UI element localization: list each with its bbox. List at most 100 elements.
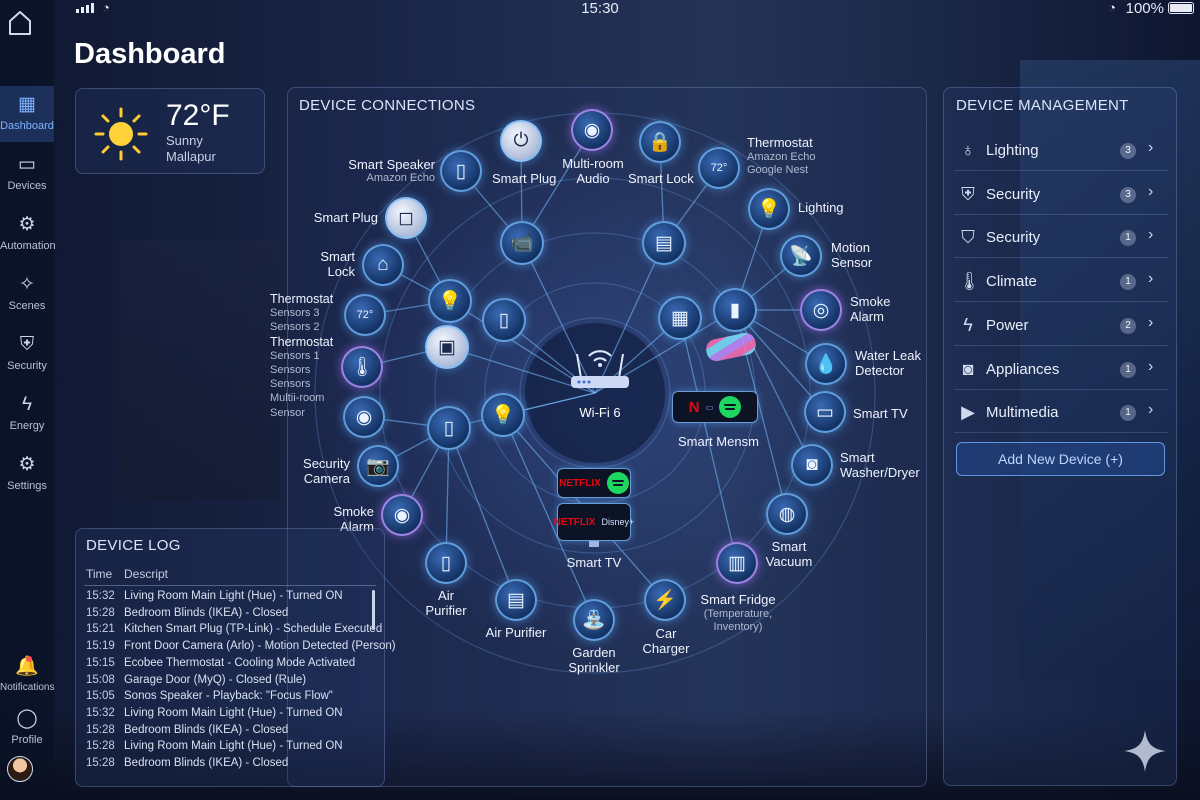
- lock-icon[interactable]: 🔒: [639, 121, 681, 163]
- count-badge: 3: [1120, 186, 1136, 203]
- avatar[interactable]: [7, 756, 33, 782]
- plug-icon[interactable]: ⏻: [500, 120, 542, 162]
- wifi-status-icon: ◔: [102, 0, 110, 15]
- sidebar-item-security[interactable]: ⛨ Security: [0, 334, 54, 372]
- bulb-icon[interactable]: 💡: [428, 279, 472, 323]
- plug-icon[interactable]: ◻: [385, 197, 427, 239]
- motion-icon[interactable]: 📡: [780, 235, 822, 277]
- home-icon[interactable]: [8, 10, 32, 36]
- smoke-alarm-icon[interactable]: ◎: [800, 289, 842, 331]
- smoke-alarm-icon[interactable]: ◉: [381, 494, 423, 536]
- scrollbar[interactable]: [372, 590, 375, 630]
- tablet-icon[interactable]: ▯: [482, 298, 526, 342]
- column-header-description: Descript: [124, 567, 169, 581]
- shield-icon: ⛨: [19, 334, 35, 355]
- count-badge: 1: [1120, 230, 1136, 247]
- sidebar-item-dashboard[interactable]: ▦ Dashboard: [0, 86, 54, 142]
- device-label: Smart Speaker: [348, 157, 435, 172]
- sparkle-icon[interactable]: [1122, 728, 1168, 774]
- thermostat-icon[interactable]: 72°: [698, 147, 740, 189]
- sidebar-item-label: Notifications: [0, 682, 55, 693]
- bulb-icon[interactable]: 💡: [748, 188, 790, 230]
- sidebar-item-settings[interactable]: ⚙ Settings: [0, 454, 54, 492]
- vacuum-icon[interactable]: ◍: [766, 493, 808, 535]
- wifi-hub[interactable]: Wi-Fi 6: [560, 344, 640, 420]
- purifier-icon[interactable]: ▤: [495, 579, 537, 621]
- device-label: Smart TV: [566, 555, 622, 570]
- fridge-icon[interactable]: ▥: [716, 542, 758, 584]
- log-time: 15:28: [86, 606, 115, 619]
- sidebar-item-automation[interactable]: ⚙ Automation: [0, 214, 56, 252]
- water-icon[interactable]: 💧: [805, 343, 847, 385]
- log-description: Sonos Speaker - Playback: "Focus Flow": [124, 690, 333, 703]
- netflix-logo: N: [688, 398, 700, 416]
- blinds-icon[interactable]: ▦: [658, 296, 702, 340]
- bulb-icon[interactable]: 💡: [481, 393, 525, 437]
- camera-icon[interactable]: 📷: [357, 445, 399, 487]
- switch-icon[interactable]: ▮: [713, 288, 757, 332]
- sensor-icon[interactable]: 🌡: [341, 346, 383, 388]
- purifier-icon[interactable]: ▯: [425, 542, 467, 584]
- camera-icon[interactable]: ◉: [343, 396, 385, 438]
- speaker-icon[interactable]: ▯: [440, 150, 482, 192]
- camera-icon[interactable]: 📹: [500, 221, 544, 265]
- sensor-label: Thermostat: [270, 334, 334, 349]
- tv-stand: [589, 541, 599, 547]
- lamp-icon[interactable]: ▤: [642, 221, 686, 265]
- sidebar-item-devices[interactable]: ▭ Devices: [0, 154, 54, 192]
- sprinkler-icon[interactable]: ⛲: [573, 599, 615, 641]
- sidebar-item-profile[interactable]: ◯ Profile: [0, 708, 54, 746]
- audio-icon[interactable]: ◉: [571, 109, 613, 151]
- chevron-right-icon: ›: [1148, 357, 1154, 375]
- streaming-apps-tile[interactable]: NETFLIX: [557, 468, 631, 498]
- lock-icon[interactable]: ⌂: [362, 244, 404, 286]
- sensor-label: Sensor: [270, 406, 305, 419]
- thermostat-icon[interactable]: 72°: [344, 294, 386, 336]
- washer-icon[interactable]: ◙: [791, 444, 833, 486]
- sidebar-item-energy[interactable]: ϟ Energy: [0, 394, 54, 432]
- tv-icon[interactable]: ▭: [804, 391, 846, 433]
- weather-card[interactable]: 72°F Sunny Mallapur: [75, 88, 265, 174]
- log-description: Bedroom Blinds (IKEA) - Closed: [124, 757, 289, 769]
- chevron-right-icon: ›: [1148, 182, 1154, 200]
- smart-media-tile[interactable]: N ▭: [672, 391, 758, 423]
- device-sublabel: Amazon Echo: [366, 172, 435, 184]
- panel-icon[interactable]: ▣: [425, 325, 469, 369]
- sidebar-item-notifications[interactable]: 🔔 Notifications: [0, 656, 54, 693]
- cellular-signal-icon: [76, 3, 94, 13]
- add-device-button[interactable]: Add New Device (+): [956, 442, 1165, 476]
- sidebar-item-scenes[interactable]: ✧ Scenes: [0, 274, 54, 312]
- battery-icon: [1168, 2, 1194, 14]
- device-label: Thermostat: [747, 135, 813, 150]
- category-label: Appliances: [986, 360, 1060, 378]
- page-title: Dashboard: [74, 38, 226, 70]
- netflix-logo: NETFLIX: [559, 477, 601, 489]
- sensor-label: Multii-room: [270, 392, 325, 405]
- smart-tv-screen[interactable]: NETFLIX Disney+: [554, 503, 634, 541]
- charger-icon[interactable]: ⚡: [644, 579, 686, 621]
- switch-icon[interactable]: ▯: [427, 406, 471, 450]
